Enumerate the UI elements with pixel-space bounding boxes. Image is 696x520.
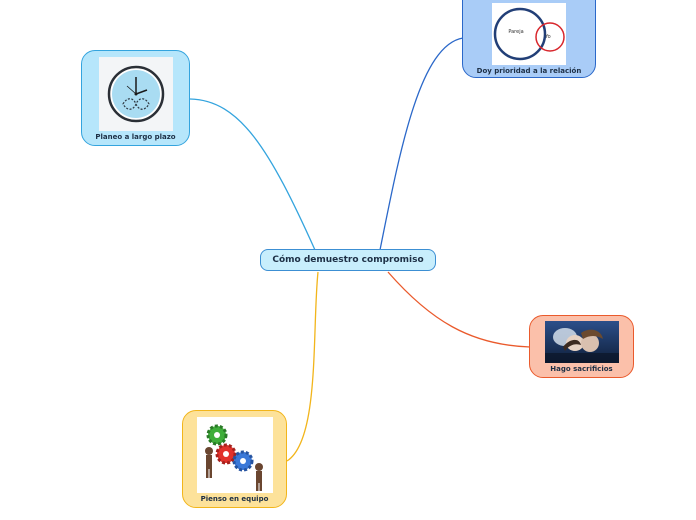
central-topic[interactable]: Cómo demuestro compromiso [260,249,436,271]
topic-label: Doy prioridad a la relación [476,67,582,75]
topic-sacrifices[interactable]: Hago sacrificios [529,315,634,378]
teamwork-gears-icon [196,417,273,493]
venn-outer-label: Pareja [508,29,523,35]
central-topic-label: Cómo demuestro compromiso [272,255,424,265]
connector-team [286,271,319,462]
venn-inner-label: Yo [544,34,550,40]
venn-diagram-image: Pareja Yo [492,3,566,65]
topic-label: Pienso en equipo [200,495,269,503]
clock-infinity-icon [98,57,173,131]
topic-long-term-planning[interactable]: Planeo a largo plazo [81,50,190,146]
topic-label: Hago sacrificios [550,365,613,373]
couple-photo [544,321,619,363]
connector-prio [379,37,464,251]
topic-relationship-priority[interactable]: Pareja Yo Doy prioridad a la relación [462,0,596,78]
connector-plan [189,98,316,251]
connector-sacr [387,271,531,348]
topic-teamwork[interactable]: Pienso en equipo [182,410,287,508]
topic-label: Planeo a largo plazo [95,133,176,141]
